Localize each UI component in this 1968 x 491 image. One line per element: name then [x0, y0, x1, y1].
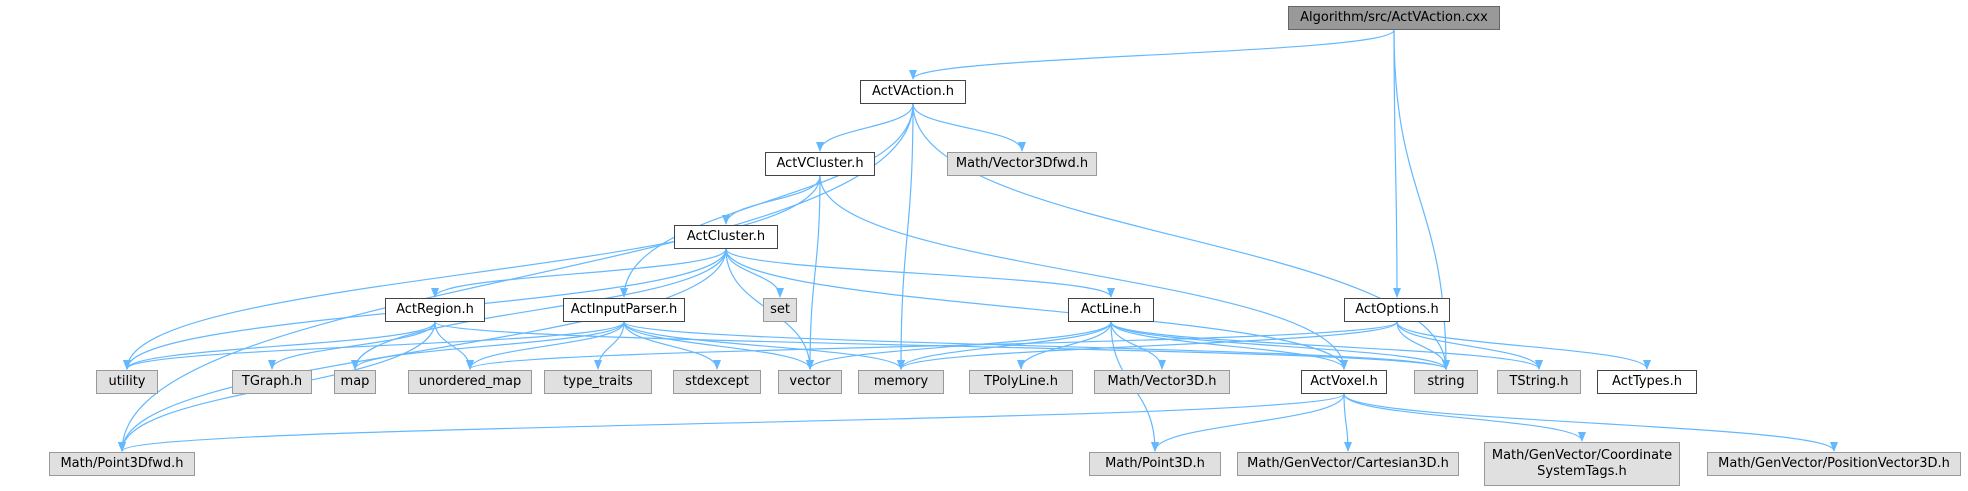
edge-actinputparser_h-to-map — [351, 321, 625, 370]
edge-actvaction_cxx-to-actvaction_h — [909, 29, 1395, 80]
node-string[interactable]: string — [1414, 370, 1478, 394]
node-set[interactable]: set — [763, 298, 797, 322]
edge-actcluster_h-to-actvoxel_h — [725, 248, 1348, 370]
edge-actvoxel_h-to-math_genvector_coordinatesystemtags_h — [1343, 393, 1586, 442]
edge-actoptions_h-to-memory — [897, 321, 1398, 370]
edge-actcluster_h-to-actregion_h — [431, 248, 727, 298]
node-vector[interactable]: vector — [778, 370, 842, 394]
edge-actvaction_h-to-memory — [897, 103, 914, 370]
edge-actinputparser_h-to-type_traits — [594, 321, 625, 370]
node-math-point3dfwd-h[interactable]: Math/Point3Dfwd.h — [49, 452, 195, 476]
node-tgraph-h[interactable]: TGraph.h — [232, 370, 312, 394]
edge-actregion_h-to-tgraph_h — [268, 321, 436, 370]
edge-actvoxel_h-to-math_point3dfwd_h — [118, 393, 1345, 452]
node-actoptions-h[interactable]: ActOptions.h — [1344, 298, 1450, 322]
edge-actvoxel_h-to-math_genvector_positionvector3d_h — [1343, 393, 1838, 452]
edge-actline_h-to-vector — [806, 321, 1112, 370]
edge-actoptions_h-to-unordered_map — [466, 321, 1398, 370]
edge-actline_h-to-memory — [897, 321, 1112, 370]
edge-actvcluster_h-to-actcluster_h — [722, 175, 821, 225]
edge-actoptions_h-to-string — [1396, 321, 1450, 370]
edge-actvoxel_h-to-math_point3d_h — [1151, 393, 1345, 452]
edge-actinputparser_h-to-unordered_map — [466, 321, 625, 370]
node-math-vector3d-h[interactable]: Math/Vector3D.h — [1094, 370, 1230, 394]
node-actline-h[interactable]: ActLine.h — [1068, 298, 1154, 322]
edge-actline_h-to-tpolyline_h — [1017, 321, 1112, 370]
edge-actvcluster_h-to-utility — [123, 175, 821, 370]
edge-actcluster_h-to-actline_h — [725, 248, 1115, 298]
edge-actinputparser_h-to-memory — [623, 321, 905, 370]
edge-actinputparser_h-to-string — [623, 321, 1450, 370]
edge-actcluster_h-to-math_point3dfwd_h — [118, 248, 727, 452]
edge-actvaction_h-to-actinputparser_h — [620, 103, 914, 298]
node-math-point3d-h[interactable]: Math/Point3D.h — [1089, 452, 1221, 476]
node-tpolyline-h[interactable]: TPolyLine.h — [969, 370, 1073, 394]
node-math-genvector-positionvector3d-h[interactable]: Math/GenVector/PositionVector3D.h — [1707, 452, 1961, 476]
node-stdexcept[interactable]: stdexcept — [673, 370, 761, 394]
node-actvoxel-h[interactable]: ActVoxel.h — [1301, 370, 1387, 394]
edge-actvcluster_h-to-vector — [806, 175, 821, 370]
edge-actregion_h-to-utility — [123, 321, 436, 370]
node-math-vector3dfwd-h[interactable]: Math/Vector3Dfwd.h — [947, 152, 1097, 176]
edge-actline_h-to-string — [1110, 321, 1450, 370]
edge-actline_h-to-tstring_h — [1110, 321, 1543, 370]
node-actvaction-h[interactable]: ActVAction.h — [860, 80, 966, 104]
edge-actoptions_h-to-tstring_h — [1396, 321, 1543, 370]
node-memory[interactable]: memory — [858, 370, 944, 394]
edge-actvaction_h-to-math_vector3dfwd_h — [912, 103, 1026, 152]
node-math-genvector-coordinatesystemtags-h[interactable]: Math/GenVector/Coordinate SystemTags.h — [1484, 442, 1680, 486]
node-actinputparser-h[interactable]: ActInputParser.h — [563, 298, 685, 322]
edge-actline_h-to-actvoxel_h — [1110, 321, 1348, 370]
edge-actvaction_h-to-actvcluster_h — [816, 103, 914, 152]
node-utility[interactable]: utility — [96, 370, 158, 394]
node-actvcluster-h[interactable]: ActVCluster.h — [765, 152, 875, 176]
node-actregion-h[interactable]: ActRegion.h — [385, 298, 485, 322]
node-unordered-map[interactable]: unordered_map — [408, 370, 532, 394]
edge-actinputparser_h-to-utility — [123, 321, 625, 370]
edge-actcluster_h-to-map — [351, 248, 727, 370]
node-tstring-h[interactable]: TString.h — [1497, 370, 1581, 394]
node-map[interactable]: map — [334, 370, 376, 394]
edge-actvaction_cxx-to-actoptions_h — [1392, 29, 1401, 298]
edge-actoptions_h-to-acttypes_h — [1396, 321, 1651, 370]
node-type-traits[interactable]: type_traits — [544, 370, 652, 394]
node-actvaction-cxx[interactable]: Algorithm/src/ActVAction.cxx — [1288, 6, 1500, 30]
edge-actinputparser_h-to-stdexcept — [623, 321, 721, 370]
node-actcluster-h[interactable]: ActCluster.h — [674, 225, 778, 249]
edge-actcluster_h-to-set — [725, 248, 784, 298]
edge-actinputparser_h-to-vector — [623, 321, 814, 370]
edge-actvoxel_h-to-math_genvector_cartesian3d_h — [1343, 393, 1352, 452]
node-acttypes-h[interactable]: ActTypes.h — [1597, 370, 1697, 394]
node-math-genvector-cartesian3d-h[interactable]: Math/GenVector/Cartesian3D.h — [1237, 452, 1459, 476]
